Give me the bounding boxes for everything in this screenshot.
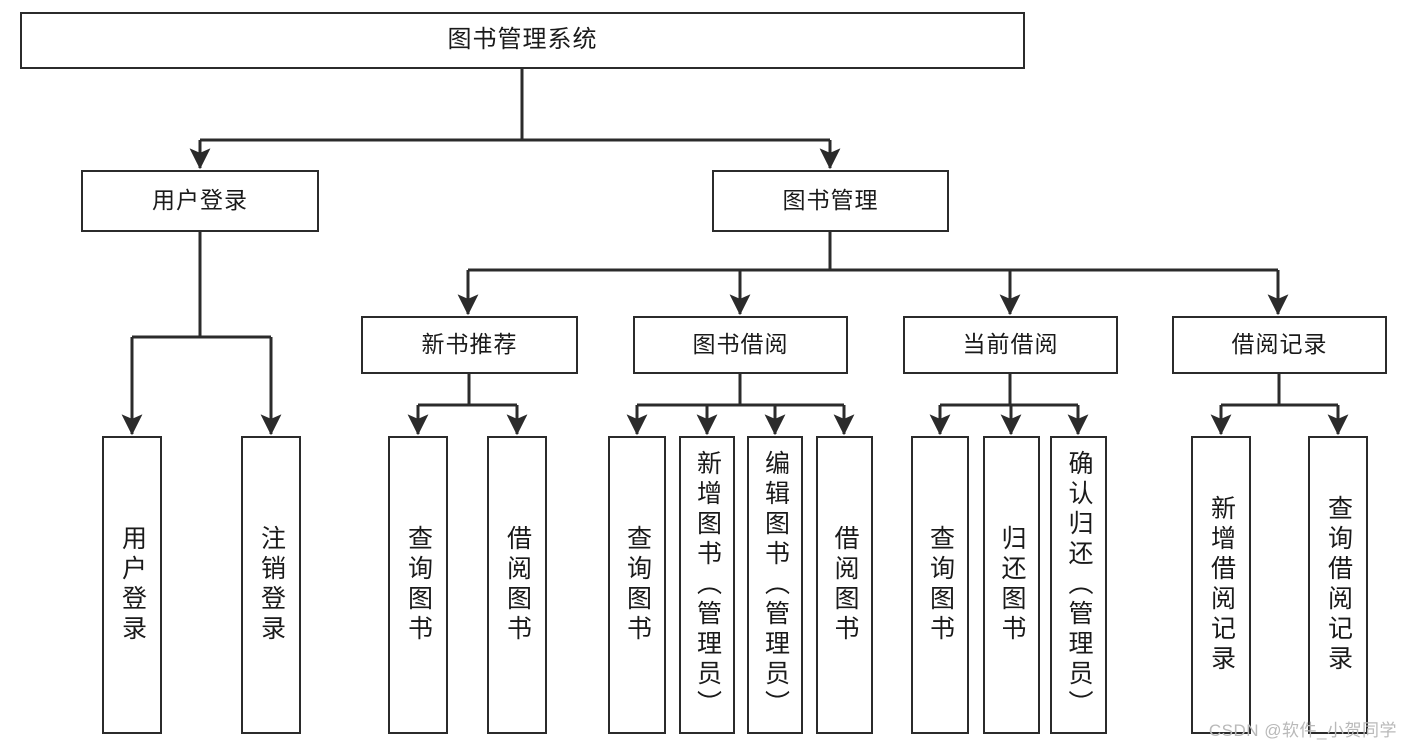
node-leaf-borrow-do-borrow[interactable]: 借阅图书 — [816, 436, 873, 734]
node-leaf-recommend-borrow-book[interactable]: 借阅图书 — [487, 436, 547, 734]
node-leaf-recommend-borrow-book-label: 借阅图书 — [503, 525, 532, 645]
node-new-book-recommend[interactable]: 新书推荐 — [361, 316, 578, 374]
node-leaf-user-logout[interactable]: 注销登录 — [241, 436, 301, 734]
node-leaf-current-return-book[interactable]: 归还图书 — [983, 436, 1040, 734]
node-leaf-current-query-book-label: 查询图书 — [926, 525, 955, 645]
node-leaf-current-query-book[interactable]: 查询图书 — [911, 436, 969, 734]
node-leaf-current-return-book-label: 归还图书 — [998, 525, 1026, 645]
node-root[interactable]: 图书管理系统 — [20, 12, 1025, 69]
node-leaf-borrow-edit-book[interactable]: 编辑图书（管理员） — [747, 436, 803, 734]
node-leaf-borrow-query-book-label: 查询图书 — [623, 525, 652, 645]
node-leaf-record-query-label: 查询借阅记录 — [1324, 495, 1353, 675]
node-leaf-current-confirm-return[interactable]: 确认归还（管理员） — [1050, 436, 1107, 734]
tree-edges — [121, 69, 1349, 436]
node-root-label: 图书管理系统 — [447, 26, 598, 54]
node-leaf-borrow-edit-book-label: 编辑图书（管理员） — [761, 450, 790, 720]
node-book-manage[interactable]: 图书管理 — [712, 170, 949, 232]
node-leaf-record-add[interactable]: 新增借阅记录 — [1191, 436, 1251, 734]
node-leaf-user-logout-label: 注销登录 — [257, 525, 286, 645]
node-leaf-current-confirm-return-label: 确认归还（管理员） — [1065, 450, 1093, 720]
node-leaf-recommend-query-book[interactable]: 查询图书 — [388, 436, 448, 734]
node-leaf-record-add-label: 新增借阅记录 — [1207, 495, 1236, 675]
node-new-book-recommend-label: 新书推荐 — [421, 331, 518, 358]
node-borrow-record-label: 借阅记录 — [1231, 331, 1328, 358]
node-current-borrow-label: 当前借阅 — [962, 331, 1059, 358]
node-leaf-recommend-query-book-label: 查询图书 — [404, 525, 433, 645]
node-leaf-user-login-label: 用户登录 — [118, 525, 147, 645]
node-user-login[interactable]: 用户登录 — [81, 170, 319, 232]
node-leaf-borrow-add-book[interactable]: 新增图书（管理员） — [679, 436, 735, 734]
node-leaf-borrow-add-book-label: 新增图书（管理员） — [693, 450, 722, 720]
node-borrow-record[interactable]: 借阅记录 — [1172, 316, 1387, 374]
node-leaf-record-query[interactable]: 查询借阅记录 — [1308, 436, 1368, 734]
node-leaf-borrow-do-borrow-label: 借阅图书 — [831, 525, 859, 645]
node-book-borrow-label: 图书借阅 — [692, 331, 789, 358]
node-current-borrow[interactable]: 当前借阅 — [903, 316, 1118, 374]
node-book-borrow[interactable]: 图书借阅 — [633, 316, 848, 374]
node-user-login-label: 用户登录 — [152, 187, 248, 214]
node-leaf-borrow-query-book[interactable]: 查询图书 — [608, 436, 666, 734]
watermark-text: CSDN @软件_小贺同学 — [1208, 721, 1397, 740]
node-leaf-user-login[interactable]: 用户登录 — [102, 436, 162, 734]
node-book-manage-label: 图书管理 — [782, 187, 879, 214]
